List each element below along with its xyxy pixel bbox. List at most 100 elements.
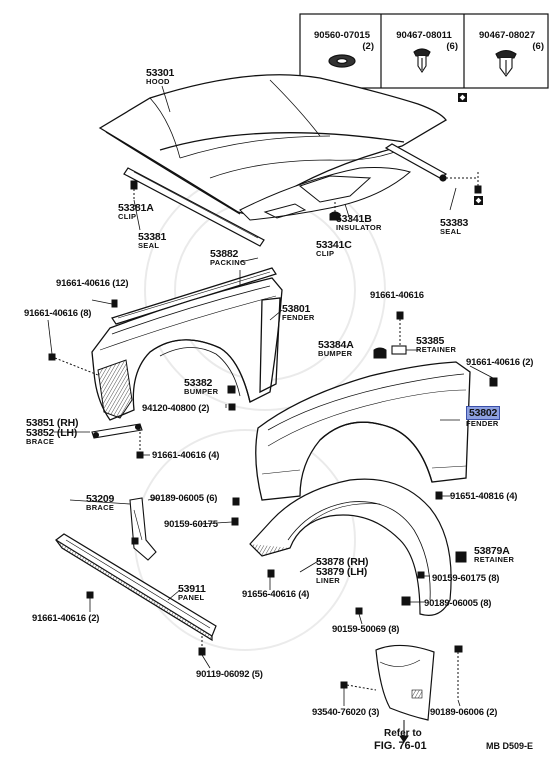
callout-bolt: 90159-60175: [164, 519, 218, 530]
part-label-clip: 53341C CLIP: [316, 240, 352, 258]
part-label-retainer: 53385 RETAINER: [416, 336, 456, 354]
bolt-icon: [228, 403, 236, 411]
part-number: 53801: [282, 303, 311, 315]
bolt-icon: [396, 311, 404, 320]
part-name: BUMPER: [318, 349, 353, 358]
clip-icon: [329, 211, 341, 221]
part-number: 53384A: [318, 339, 354, 351]
bolt-icon: [231, 517, 239, 526]
mud-flap-drawing: [375, 644, 435, 721]
part-number: 53381A: [118, 202, 154, 214]
clip-icon: [495, 49, 517, 77]
callout-bolt: 91651-40816 (4): [450, 491, 518, 502]
callout-bolt: 94120-40800 (2): [142, 403, 210, 414]
fastener-qty: (6): [446, 41, 458, 52]
fastener-label: 90467-08011 (6): [386, 30, 462, 52]
part-label-retainer: 53879A RETAINER: [474, 546, 514, 564]
bolt-icon: [474, 172, 482, 194]
part-name: PANEL: [178, 593, 205, 602]
part-number: 53879A: [474, 545, 510, 557]
part-number: 53879 (LH): [316, 566, 368, 578]
bumper-icon: [373, 347, 387, 359]
part-number: 53381: [138, 231, 167, 243]
bracket-drawing: [97, 359, 133, 419]
part-number: 53911: [178, 583, 206, 595]
bolt-icon: [232, 497, 240, 506]
part-label-fender: 53801 FENDER: [282, 304, 315, 322]
part-name: SEAL: [440, 227, 462, 236]
part-name: PACKING: [210, 258, 247, 267]
leader-lines: [47, 85, 494, 707]
bolt-icon: [355, 607, 363, 615]
diamond-marker-icon: [474, 196, 483, 205]
diagram-code: MB D509-E: [486, 741, 534, 751]
part-label-packing: 53882 PACKING: [210, 249, 246, 267]
callout-bolt: 91661-40616 (2): [466, 357, 534, 368]
fastener-label: 90467-08027 (6): [468, 30, 546, 52]
callout-bolt: 90119-06092 (5): [196, 669, 263, 680]
refer-arrow: [399, 730, 409, 743]
figure-reference-link[interactable]: FIG. 76-01: [374, 740, 427, 752]
liner-drawing: [249, 478, 452, 616]
bolt-icon: [435, 491, 443, 500]
part-name: FENDER: [466, 419, 499, 428]
bolt-icon: [489, 377, 498, 387]
washer-icon: [328, 54, 356, 68]
part-label-clip: 53381A CLIP: [118, 203, 154, 221]
part-label-bumper: 53382 BUMPER: [184, 378, 218, 396]
part-label-insulator: 53341B INSULATOR: [336, 214, 382, 232]
bolt-icon: [48, 353, 56, 361]
part-number: 53851 (RH): [26, 417, 79, 429]
part-number: 53852 (LH): [26, 427, 78, 439]
callout-bolt: 90189-06005 (8): [424, 598, 492, 609]
callout-bolt: 91656-40616 (4): [242, 589, 310, 600]
seal-strip: [384, 143, 448, 182]
part-name: CLIP: [316, 249, 335, 258]
bolt-icon: [86, 591, 94, 599]
part-number: 53882: [210, 248, 239, 260]
bolt-icon: [111, 299, 118, 308]
part-number: 53341B: [336, 213, 372, 225]
callout-bolt: 91661-40616 (12): [56, 278, 129, 289]
callout-bolt: 91661-40616 (4): [152, 450, 220, 461]
callout-bolt: 90189-06005 (6): [150, 493, 218, 504]
part-label-bumper: 53384A BUMPER: [318, 340, 354, 358]
part-name: CLIP: [118, 212, 137, 221]
brace-drawing: [129, 497, 157, 561]
refer-label: Refer to: [384, 728, 422, 739]
part-label-brace: 53851 (RH) 53852 (LH) BRACE: [26, 418, 78, 446]
callout-bolt: 91661-40616 (8): [24, 308, 92, 319]
part-label-brace: 53209 BRACE: [86, 494, 114, 512]
part-number: 53878 (RH): [316, 556, 369, 568]
part-name: BRACE: [86, 503, 115, 512]
part-number: 53301: [146, 67, 175, 79]
bolt-icon: [454, 645, 463, 653]
bolt-icon: [131, 537, 139, 545]
clip-icon: [413, 48, 431, 73]
bolt-icon: [401, 596, 411, 606]
part-label-seal: 53381 SEAL: [138, 232, 166, 250]
part-name: SEAL: [138, 241, 160, 250]
part-name: LINER: [316, 576, 340, 585]
part-name: FENDER: [282, 313, 315, 322]
part-label-hood: 53301 HOOD: [146, 68, 174, 86]
part-name: RETAINER: [474, 555, 515, 564]
part-name: RETAINER: [416, 345, 457, 354]
part-label-panel: 53911 PANEL: [178, 584, 206, 602]
fastener-qty: (2): [362, 41, 374, 52]
bolt-icon: [417, 571, 425, 579]
part-label-seal: 53383 SEAL: [440, 218, 468, 236]
callout-bolt: 91661-40616 (2): [32, 613, 100, 624]
bolt-icon: [198, 647, 206, 656]
clip-icon: [130, 180, 138, 200]
callout-bolt: 93540-76020 (3): [312, 707, 380, 718]
seal-strip: [123, 167, 265, 247]
bumper-icon: [227, 385, 236, 394]
callout-bolt: 90159-50069 (8): [332, 624, 400, 635]
fastener-part-number: 90467-08011: [396, 30, 452, 41]
hood-drawing: [98, 74, 447, 216]
bolt-icon: [267, 569, 275, 578]
insulator-drawing: [239, 167, 412, 221]
